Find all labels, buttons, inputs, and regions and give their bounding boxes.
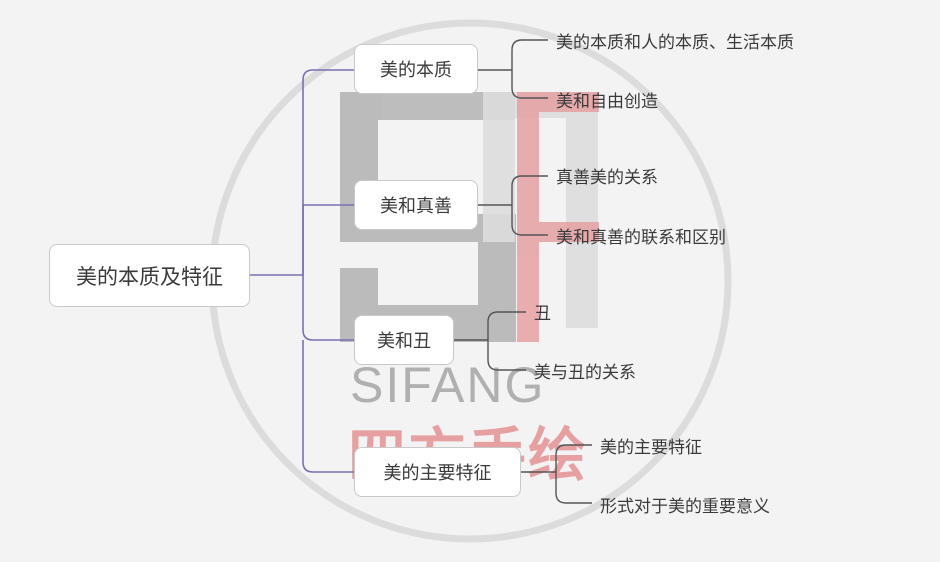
leaf-topic[interactable]: 美和自由创造 xyxy=(556,92,658,112)
root-node[interactable]: 美的本质及特征 xyxy=(49,244,250,307)
root-label: 美的本质及特征 xyxy=(76,264,223,289)
branch-node-truth-goodness[interactable]: 美和真善 xyxy=(354,180,478,230)
root-connectors xyxy=(250,69,354,473)
leaf-topic[interactable]: 形式对于美的重要意义 xyxy=(600,497,770,517)
watermark-f-red xyxy=(517,92,599,342)
branch-node-ugliness[interactable]: 美和丑 xyxy=(354,315,454,365)
branch-node-main-features[interactable]: 美的主要特征 xyxy=(354,447,521,497)
leaf-topic[interactable]: 美的主要特征 xyxy=(600,438,702,458)
leaf-topic[interactable]: 美和真善的联系和区别 xyxy=(556,228,726,248)
leaf-topic[interactable]: 美与丑的关系 xyxy=(534,363,636,383)
leaf-topic[interactable]: 真善美的关系 xyxy=(556,168,658,188)
branch-label: 美的主要特征 xyxy=(383,463,492,484)
leaf-connectors xyxy=(454,39,592,504)
watermark-latin: SIFANG xyxy=(350,357,546,413)
branch-node-essence[interactable]: 美的本质 xyxy=(354,44,478,94)
branch-label: 美和真善 xyxy=(380,196,452,217)
branch-label: 美和丑 xyxy=(377,331,431,352)
leaf-topic[interactable]: 美的本质和人的本质、生活本质 xyxy=(556,33,794,53)
leaf-topic[interactable]: 丑 xyxy=(534,304,551,324)
branch-label: 美的本质 xyxy=(380,60,452,81)
